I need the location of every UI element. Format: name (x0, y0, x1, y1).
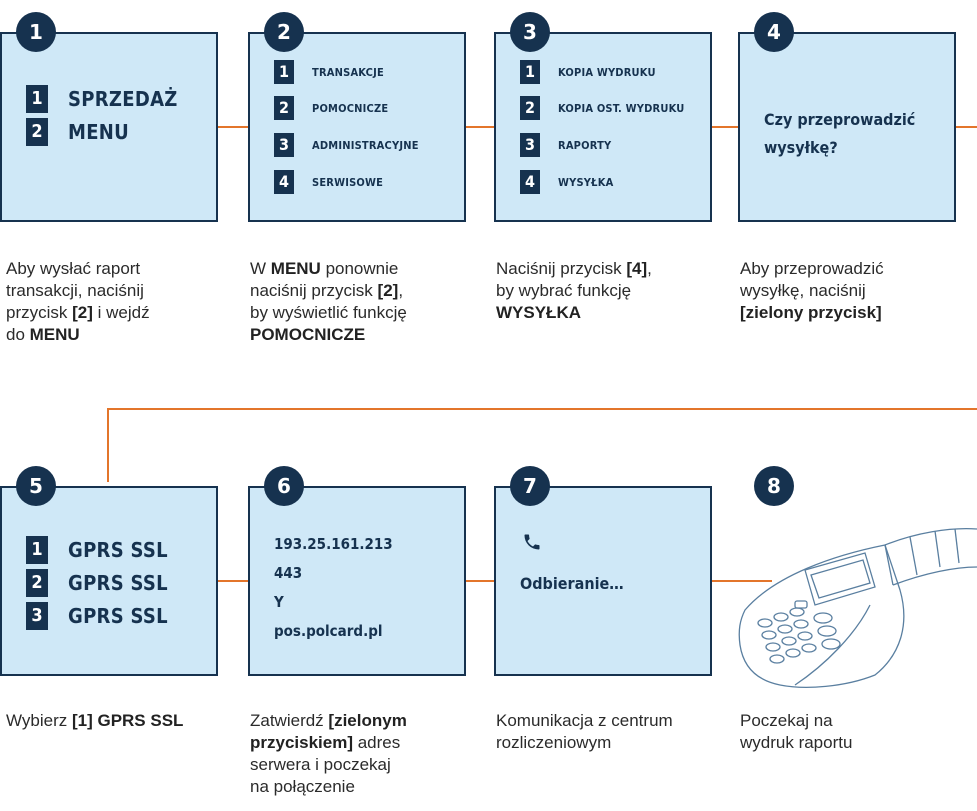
payment-terminal-icon (735, 515, 977, 695)
menu-row: 4 SERWISOWE (274, 170, 383, 194)
menu-label: GPRS SSL (68, 538, 168, 562)
step-badge-1: 1 (16, 12, 56, 52)
connector-return-vertical (107, 408, 109, 482)
terminal-screen-4: Czy przeprowadzić wysyłkę? (738, 32, 956, 222)
menu-label: GPRS SSL (68, 604, 168, 628)
menu-key: 1 (26, 85, 48, 113)
terminal-screen-1: 1 SPRZEDAŻ 2 MENU (0, 32, 218, 222)
menu-row: 1 TRANSAKCJE (274, 60, 384, 84)
phone-icon (522, 532, 542, 557)
menu-key: 2 (26, 569, 48, 597)
terminal-screen-2: 1 TRANSAKCJE 2 POMOCNICZE 3 ADMINISTRACY… (248, 32, 466, 222)
menu-row: 2 KOPIA OST. WYDRUKU (520, 96, 685, 120)
connector-3-4 (712, 126, 738, 128)
step-description-3: Naciśnij przycisk [4], by wybrać funkcję… (496, 259, 652, 322)
step-description-2: W MENU ponownie naciśnij przycisk [2], b… (250, 259, 407, 344)
connector-4-out (954, 126, 977, 128)
menu-label: ADMINISTRACYJNE (312, 138, 419, 152)
menu-key: 1 (520, 60, 540, 84)
menu-key: 1 (26, 536, 48, 564)
menu-label: WYSYŁKA (558, 175, 614, 189)
menu-label: TRANSAKCJE (312, 65, 384, 79)
menu-row: 2 POMOCNICZE (274, 96, 388, 120)
menu-row: 1 GPRS SSL (26, 536, 168, 564)
step-description-1: Aby wysłać raport transakcji, naciśnij p… (6, 259, 150, 344)
step-badge-3: 3 (510, 12, 550, 52)
terminal-screen-6: 193.25.161.213 443 Y pos.polcard.pl (248, 486, 466, 676)
menu-label: MENU (68, 120, 130, 144)
server-host: pos.polcard.pl (274, 622, 383, 640)
step-badge-6: 6 (264, 466, 304, 506)
terminal-screen-5: 1 GPRS SSL 2 GPRS SSL 3 GPRS SSL (0, 486, 218, 676)
server-ip: 193.25.161.213 (274, 535, 393, 553)
menu-row: 3 RAPORTY (520, 133, 611, 157)
status-text: Odbieranie… (520, 574, 624, 593)
menu-label: GPRS SSL (68, 571, 168, 595)
menu-key: 2 (274, 96, 294, 120)
menu-row: 2 MENU (26, 118, 129, 146)
step-description-4: Aby przeprowadzić wysyłkę, naciśnij [zie… (740, 259, 884, 322)
menu-key: 2 (26, 118, 48, 146)
step-badge-2: 2 (264, 12, 304, 52)
menu-key: 3 (274, 133, 294, 157)
menu-label: POMOCNICZE (312, 101, 389, 115)
connector-6-7 (464, 580, 496, 582)
step-description-6: Zatwierdź [zielonym przyciskiem] adres s… (250, 711, 407, 796)
step-description-7: Komunikacja z centrum rozliczeniowym (496, 711, 673, 752)
server-flag: Y (274, 593, 284, 611)
menu-row: 4 WYSYŁKA (520, 170, 613, 194)
server-address-block: 193.25.161.213 443 Y pos.polcard.pl (274, 530, 393, 646)
step-badge-5: 5 (16, 466, 56, 506)
connector-1-2 (218, 126, 248, 128)
menu-label: KOPIA OST. WYDRUKU (558, 101, 685, 115)
menu-key: 4 (274, 170, 294, 194)
menu-label: RAPORTY (558, 138, 612, 152)
terminal-screen-7: Odbieranie… (494, 486, 712, 676)
server-port: 443 (274, 564, 303, 582)
terminal-screen-3: 1 KOPIA WYDRUKU 2 KOPIA OST. WYDRUKU 3 R… (494, 32, 712, 222)
menu-row: 2 GPRS SSL (26, 569, 168, 597)
confirmation-prompt: Czy przeprowadzić wysyłkę? (764, 110, 916, 157)
step-badge-8: 8 (754, 466, 794, 506)
step-description-8: Poczekaj na wydruk raportu (740, 711, 853, 752)
step-description-5: Wybierz [1] GPRS SSL (6, 711, 184, 730)
connector-2-3 (464, 126, 496, 128)
menu-row: 3 GPRS SSL (26, 602, 168, 630)
menu-label: SERWISOWE (312, 175, 384, 189)
menu-row: 3 ADMINISTRACYJNE (274, 133, 419, 157)
step-badge-7: 7 (510, 466, 550, 506)
connector-5-6 (218, 580, 248, 582)
menu-key: 2 (520, 96, 540, 120)
menu-key: 1 (274, 60, 294, 84)
menu-row: 1 KOPIA WYDRUKU (520, 60, 656, 84)
menu-label: SPRZEDAŻ (68, 87, 178, 111)
menu-key: 4 (520, 170, 540, 194)
connector-7-8 (712, 580, 772, 582)
menu-key: 3 (520, 133, 540, 157)
menu-row: 1 SPRZEDAŻ (26, 85, 178, 113)
step-badge-4: 4 (754, 12, 794, 52)
connector-return-horizontal (107, 408, 977, 410)
menu-key: 3 (26, 602, 48, 630)
menu-label: KOPIA WYDRUKU (558, 65, 656, 79)
